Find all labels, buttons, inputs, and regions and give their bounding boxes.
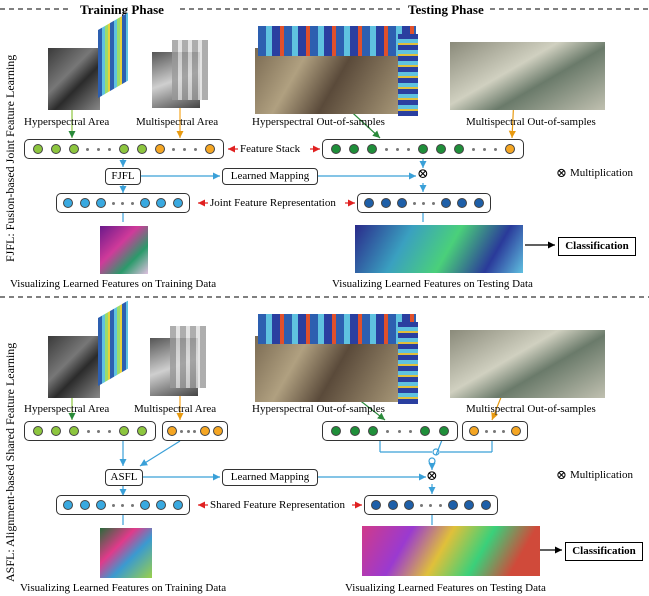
multiplication-node-2: ⊗ bbox=[426, 469, 438, 484]
hs-oos-label-2: Hyperspectral Out-of-samples bbox=[252, 403, 385, 415]
learned-mapping-box-2: Learned Mapping bbox=[222, 469, 318, 486]
multispectral-stack-image-2 bbox=[170, 326, 206, 388]
test-joint-representation-vector bbox=[357, 193, 491, 213]
train-shared-representation-vector bbox=[56, 495, 190, 515]
hs-area-label-2: Hyperspectral Area bbox=[24, 403, 110, 415]
multispectral-oos-image bbox=[450, 42, 605, 110]
classification-box-2: Classification bbox=[565, 542, 643, 561]
fjfl-box: FJFL bbox=[105, 168, 141, 185]
vis-test-label-2: Visualizing Learned Features on Testing … bbox=[345, 582, 546, 594]
hyperspectral-oos-image-2 bbox=[255, 336, 400, 402]
joint-repr-label: Joint Feature Representation bbox=[210, 197, 336, 209]
test-feature-stack-vector bbox=[322, 139, 524, 159]
multispectral-oos-image-2 bbox=[450, 330, 605, 398]
training-phase-title: Training Phase bbox=[80, 2, 164, 17]
hyperspectral-cube-top-image-2 bbox=[258, 314, 416, 344]
multiplication-legend-symbol-2: ⊗ bbox=[556, 467, 567, 482]
hs-oos-label-1: Hyperspectral Out-of-samples bbox=[252, 116, 385, 128]
learned-mapping-box-1: Learned Mapping bbox=[222, 168, 318, 185]
train-feature-stack-vector bbox=[24, 139, 224, 159]
multiplication-node-1: ⊗ bbox=[417, 167, 429, 182]
ms-area-label-1: Multispectral Area bbox=[136, 116, 219, 128]
testing-phase-title: Testing Phase bbox=[408, 2, 484, 17]
ms-oos-label-2: Multispectral Out-of-samples bbox=[466, 403, 596, 415]
ms-area-label-2: Multispectral Area bbox=[134, 403, 217, 415]
vis-test-label-1: Visualizing Learned Features on Testing … bbox=[332, 278, 533, 290]
hyperspectral-area-image-2 bbox=[48, 336, 100, 398]
train-feature-map-image bbox=[100, 226, 148, 274]
hyperspectral-cube-top-image bbox=[258, 26, 416, 56]
classification-box-1: Classification bbox=[558, 237, 636, 256]
fjfl-side-label: FJFL: Fusion-based Joint Feature Learnin… bbox=[3, 54, 17, 262]
ms-oos-label-1: Multispectral Out-of-samples bbox=[466, 116, 596, 128]
test-feature-map-image-2 bbox=[362, 526, 540, 576]
multiplication-legend-symbol-1: ⊗ bbox=[556, 165, 567, 180]
vis-train-label-2: Visualizing Learned Features on Training… bbox=[20, 582, 227, 594]
feature-stack-label: Feature Stack bbox=[240, 143, 301, 155]
hs-area-label-1: Hyperspectral Area bbox=[24, 116, 110, 128]
hyperspectral-oos-image bbox=[255, 48, 400, 114]
shared-repr-label: Shared Feature Representation bbox=[210, 499, 346, 511]
multiplication-legend-1: Multiplication bbox=[570, 167, 633, 179]
hyperspectral-cube-side-image-2 bbox=[398, 322, 418, 404]
multiplication-legend-2: Multiplication bbox=[570, 469, 633, 481]
asfl-side-label: ASFL: Alignment-based Shared Feature Lea… bbox=[3, 342, 17, 582]
multispectral-stack-image bbox=[172, 40, 208, 100]
test-hs-feature-vector bbox=[322, 421, 458, 441]
hyperspectral-area-image bbox=[48, 48, 100, 110]
test-shared-representation-vector bbox=[364, 495, 498, 515]
vis-train-label-1: Visualizing Learned Features on Training… bbox=[10, 278, 217, 290]
test-feature-map-image bbox=[355, 225, 523, 273]
hyperspectral-cube-side-image bbox=[398, 34, 418, 116]
test-ms-feature-vector bbox=[462, 421, 528, 441]
asfl-box: ASFL bbox=[105, 469, 143, 486]
train-joint-representation-vector bbox=[56, 193, 190, 213]
train-feature-map-image-2 bbox=[100, 528, 152, 578]
train-ms-feature-vector bbox=[162, 421, 228, 441]
train-hs-feature-vector bbox=[24, 421, 156, 441]
